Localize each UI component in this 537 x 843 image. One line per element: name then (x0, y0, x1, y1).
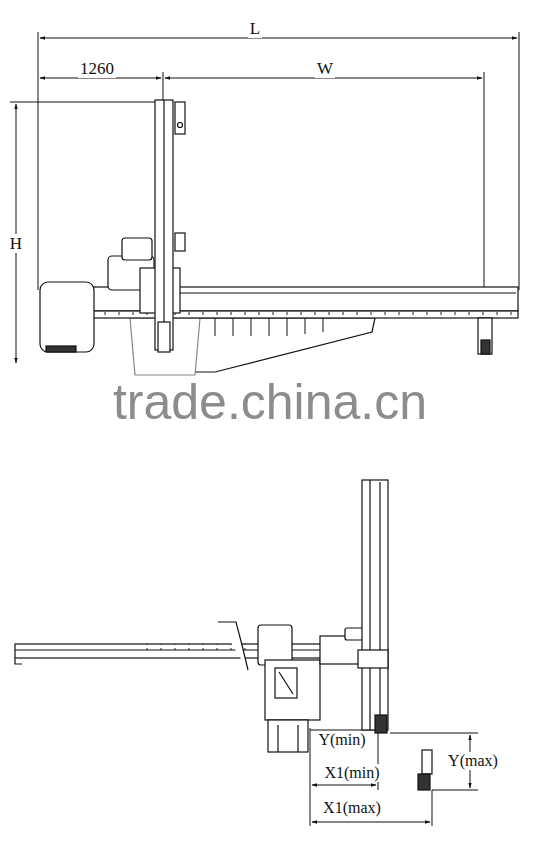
watermark: trade.china.cn (111, 376, 429, 428)
dimension-lines (10, 32, 519, 826)
dimension-label: Y(min) (316, 731, 367, 749)
dimension-label: Y(max) (446, 752, 500, 770)
dimension-label: L (248, 19, 262, 38)
dimension-label: W (315, 59, 335, 78)
dimension-label: H (8, 234, 24, 253)
side-view-robot (15, 480, 432, 790)
dimension-label: X1(max) (321, 799, 383, 817)
top-view-robot (40, 100, 518, 375)
dimension-label: X1(min) (322, 764, 381, 782)
dimension-label: 1260 (78, 59, 116, 78)
